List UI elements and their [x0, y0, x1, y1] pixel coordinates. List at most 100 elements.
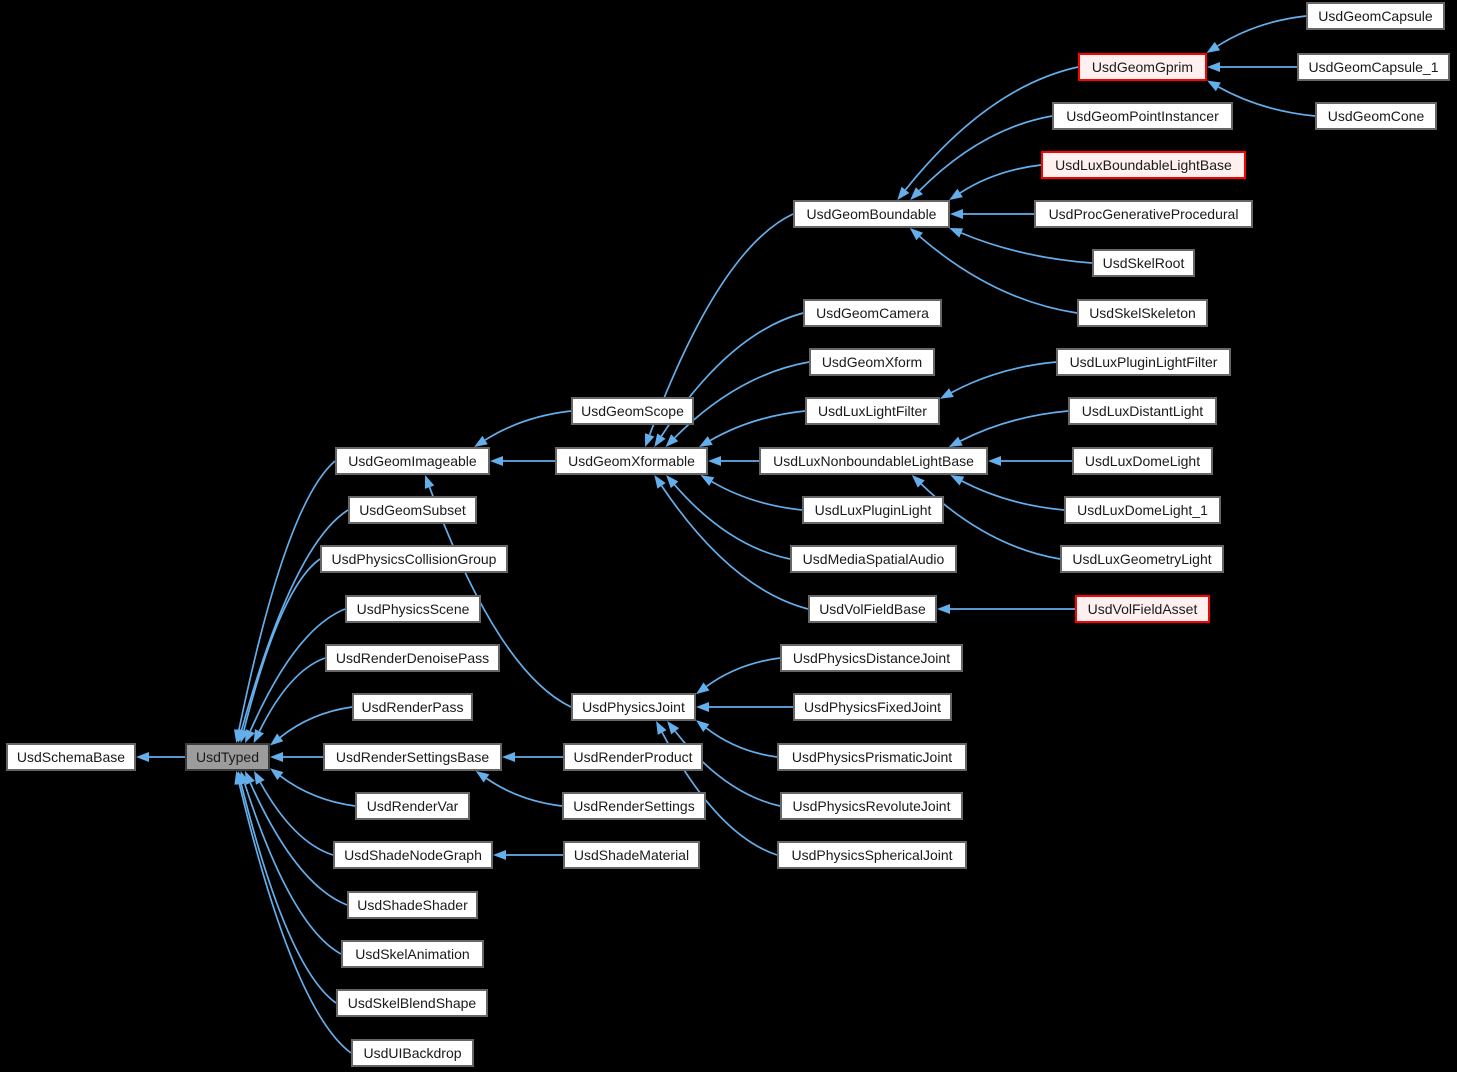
edge-usdluxlightfilter-to-usdgeomxformable-arrowhead-icon [698, 436, 713, 447]
class-node-usdluxboundablelightbase[interactable]: UsdLuxBoundableLightBase [1041, 151, 1246, 179]
class-node-usdrenderpass[interactable]: UsdRenderPass [352, 693, 473, 721]
edge-usdmediaspatialaudio-to-usdgeomxformable [673, 484, 791, 560]
class-node-usdgeomimageable[interactable]: UsdGeomImageable [335, 447, 490, 475]
class-node-usdskelblendshape[interactable]: UsdSkelBlendShape [336, 989, 488, 1017]
class-node-usdphysicsjoint[interactable]: UsdPhysicsJoint [571, 693, 696, 721]
edge-usdphysicsfixedjoint-to-usdphysicsjoint-arrowhead-icon [696, 702, 709, 712]
edge-usdrendersettingsbase-to-usdtyped-arrowhead-icon [270, 752, 283, 762]
edge-usdluxdistantlight-to-usdluxnonboundablelightbase-arrowhead-icon [948, 436, 963, 447]
class-node-usdgeomxform[interactable]: UsdGeomXform [809, 348, 935, 376]
edge-usdphysicsdistancejoint-to-usdphysicsjoint [705, 657, 781, 688]
class-node-usdphysicsfixedjoint[interactable]: UsdPhysicsFixedJoint [793, 693, 952, 721]
class-node-usdgeomcapsule-1[interactable]: UsdGeomCapsule_1 [1297, 53, 1450, 81]
edge-usdluxboundablelightbase-to-usdgeomboundable [959, 164, 1042, 194]
class-node-usdluxdistantlight[interactable]: UsdLuxDistantLight [1068, 397, 1217, 425]
class-node-usdrendersettingsbase[interactable]: UsdRenderSettingsBase [323, 743, 502, 771]
edge-usdgeomxformable-to-usdgeomimageable-arrowhead-icon [490, 456, 503, 466]
edge-usdphysicsjoint-to-usdgeomimageable-arrowhead-icon [424, 475, 435, 489]
class-node-usdphysicsprismaticjoint[interactable]: UsdPhysicsPrismaticJoint [777, 743, 967, 771]
class-node-usdluxpluginlight[interactable]: UsdLuxPluginLight [802, 496, 944, 524]
edge-usdphysicsrevolutejoint-to-usdphysicsjoint-arrowhead-icon [667, 721, 680, 735]
edge-usdphysicsprismaticjoint-to-usdphysicsjoint [705, 727, 778, 758]
class-node-usdshadenodegraph[interactable]: UsdShadeNodeGraph [333, 841, 493, 869]
class-node-usdgeomcapsule[interactable]: UsdGeomCapsule [1306, 2, 1445, 30]
edge-usdgeomcapsule_1-to-usdgeomgprim-arrowhead-icon [1207, 62, 1220, 72]
class-node-usdgeomxformable[interactable]: UsdGeomXformable [555, 447, 708, 475]
edge-usdprocgenerativeprocedural-to-usdgeomboundable-arrowhead-icon [950, 209, 963, 219]
class-node-usdphysicsdistancejoint[interactable]: UsdPhysicsDistanceJoint [780, 644, 963, 672]
class-node-usdgeomboundable[interactable]: UsdGeomBoundable [793, 200, 950, 228]
edge-usdphysicsdistancejoint-to-usdphysicsjoint-arrowhead-icon [696, 682, 710, 695]
edge-usdgeompointinstancer-to-usdgeomboundable-arrowhead-icon [910, 187, 923, 200]
class-node-usdluxdomelight-1[interactable]: UsdLuxDomeLight_1 [1064, 496, 1221, 524]
class-node-usdschemabase[interactable]: UsdSchemaBase [6, 743, 136, 771]
class-node-usdluxgeometrylight[interactable]: UsdLuxGeometryLight [1060, 545, 1224, 573]
class-node-usdrendervar[interactable]: UsdRenderVar [355, 792, 470, 820]
edge-usdrenderdenoisepass-to-usdtyped [258, 657, 326, 732]
edge-usdgeomcamera-to-usdgeomxformable-arrowhead-icon [654, 433, 666, 447]
edge-usdtyped-to-usdschemabase-arrowhead-icon [136, 752, 149, 762]
edge-usdluxpluginlight-to-usdgeomxformable-arrowhead-icon [700, 475, 715, 486]
edge-usdrenderproduct-to-usdrendersettingsbase-arrowhead-icon [502, 752, 515, 762]
class-node-usdphysicssphericaljoint[interactable]: UsdPhysicsSphericalJoint [777, 841, 967, 869]
class-node-usdluxnonboundablelightbase[interactable]: UsdLuxNonboundableLightBase [759, 447, 988, 475]
edge-usdgeomcapsule-to-usdgeomgprim [1216, 15, 1307, 47]
class-node-usdgeompointinstancer[interactable]: UsdGeomPointInstancer [1052, 102, 1233, 130]
edge-usdgeomgprim-to-usdgeomboundable-arrowhead-icon [897, 186, 910, 200]
class-node-usdrenderdenoisepass[interactable]: UsdRenderDenoisePass [325, 644, 500, 672]
edge-usdvolfieldbase-to-usdgeomxformable-arrowhead-icon [654, 475, 666, 489]
class-node-usdshadematerial[interactable]: UsdShadeMaterial [563, 841, 700, 869]
class-node-usdvolfieldbase[interactable]: UsdVolFieldBase [808, 595, 937, 623]
edge-usdgeomxform-to-usdgeomxformable [674, 361, 810, 439]
class-node-usdrendersettings[interactable]: UsdRenderSettings [562, 792, 706, 820]
edge-usdrenderpass-to-usdtyped-arrowhead-icon [270, 733, 284, 746]
edge-usdgeompointinstancer-to-usdgeomboundable [918, 115, 1053, 192]
edge-usdluxpluginlightfilter-to-usdluxlightfilter-arrowhead-icon [940, 388, 954, 399]
edge-usdshadeshader-to-usdtyped-arrowhead-icon [245, 771, 255, 785]
edge-usdgeomimageable-to-usdtyped [238, 460, 336, 731]
edge-usdvolfieldasset-to-usdvolfieldbase-arrowhead-icon [937, 604, 950, 614]
class-node-usdrenderproduct[interactable]: UsdRenderProduct [563, 743, 703, 771]
class-node-usdvolfieldasset[interactable]: UsdVolFieldAsset [1075, 595, 1210, 623]
edge-usdphysicsscene-to-usdtyped-arrowhead-icon [245, 729, 255, 743]
class-node-usdprocgenerativeprocedural[interactable]: UsdProcGenerativeProcedural [1034, 200, 1253, 228]
edge-usdgeomscope-to-usdgeomimageable [484, 410, 572, 441]
edge-usdskelblendshape-to-usdtyped [240, 783, 337, 1004]
edge-usdskelroot-to-usdgeomboundable [960, 232, 1093, 264]
edge-usdphysicscollisiongroup-to-usdtyped-arrowhead-icon [239, 729, 249, 743]
edge-usdmediaspatialaudio-to-usdgeomxformable-arrowhead-icon [666, 475, 679, 489]
edge-usdluxgeometrylight-to-usdluxnonboundablelightbase-arrowhead-icon [911, 475, 925, 488]
edge-usdluxpluginlight-to-usdgeomxformable [711, 480, 803, 511]
class-node-usdgeomcamera[interactable]: UsdGeomCamera [803, 299, 942, 327]
class-node-usdskelskeleton[interactable]: UsdSkelSkeleton [1077, 299, 1208, 327]
edge-usdgeomscope-to-usdgeomimageable-arrowhead-icon [474, 435, 488, 447]
class-node-usdphysicsrevolutejoint[interactable]: UsdPhysicsRevoluteJoint [780, 792, 963, 820]
class-node-usdskelroot[interactable]: UsdSkelRoot [1092, 249, 1195, 277]
class-node-usdphysicscollisiongroup[interactable]: UsdPhysicsCollisionGroup [320, 545, 508, 573]
class-node-usdskelanimation[interactable]: UsdSkelAnimation [341, 940, 484, 968]
edge-usdskelskeleton-to-usdgeomboundable-arrowhead-icon [909, 228, 923, 241]
class-node-usdmediaspatialaudio[interactable]: UsdMediaSpatialAudio [790, 545, 957, 573]
class-node-usdshadeshader[interactable]: UsdShadeShader [347, 891, 478, 919]
class-node-usdgeomcone[interactable]: UsdGeomCone [1315, 102, 1437, 130]
edge-usdluxdomelight-to-usdluxnonboundablelightbase-arrowhead-icon [988, 456, 1001, 466]
edge-usdluxboundablelightbase-to-usdgeomboundable-arrowhead-icon [949, 188, 963, 200]
edge-usdgeomxform-to-usdgeomxformable-arrowhead-icon [665, 434, 679, 447]
class-node-usdphysicsscene[interactable]: UsdPhysicsScene [345, 595, 481, 623]
edge-usdskelanimation-to-usdtyped-arrowhead-icon [239, 771, 250, 785]
edge-usdrendersettings-to-usdrendersettingsbase-arrowhead-icon [475, 771, 490, 783]
edge-usdrendervar-to-usdtyped-arrowhead-icon [270, 768, 284, 781]
edge-usdgeomsubset-to-usdtyped-arrowhead-icon [236, 729, 247, 743]
class-node-usdgeomsubset[interactable]: UsdGeomSubset [348, 496, 477, 524]
class-node-usdluxpluginlightfilter[interactable]: UsdLuxPluginLightFilter [1056, 348, 1231, 376]
class-node-usdgeomgprim[interactable]: UsdGeomGprim [1078, 53, 1207, 81]
edge-usduibackdrop-to-usdtyped [238, 783, 352, 1054]
class-node-usdtyped[interactable]: UsdTyped [185, 743, 270, 771]
edge-usdrenderpass-to-usdtyped [279, 706, 353, 739]
class-node-usduibackdrop[interactable]: UsdUIBackdrop [351, 1039, 474, 1067]
class-node-usdluxdomelight[interactable]: UsdLuxDomeLight [1072, 447, 1213, 475]
edge-usdluxdomelight_1-to-usdluxnonboundablelightbase-arrowhead-icon [950, 475, 965, 486]
class-node-usdluxlightfilter[interactable]: UsdLuxLightFilter [805, 397, 940, 425]
class-node-usdgeomscope[interactable]: UsdGeomScope [571, 397, 694, 425]
